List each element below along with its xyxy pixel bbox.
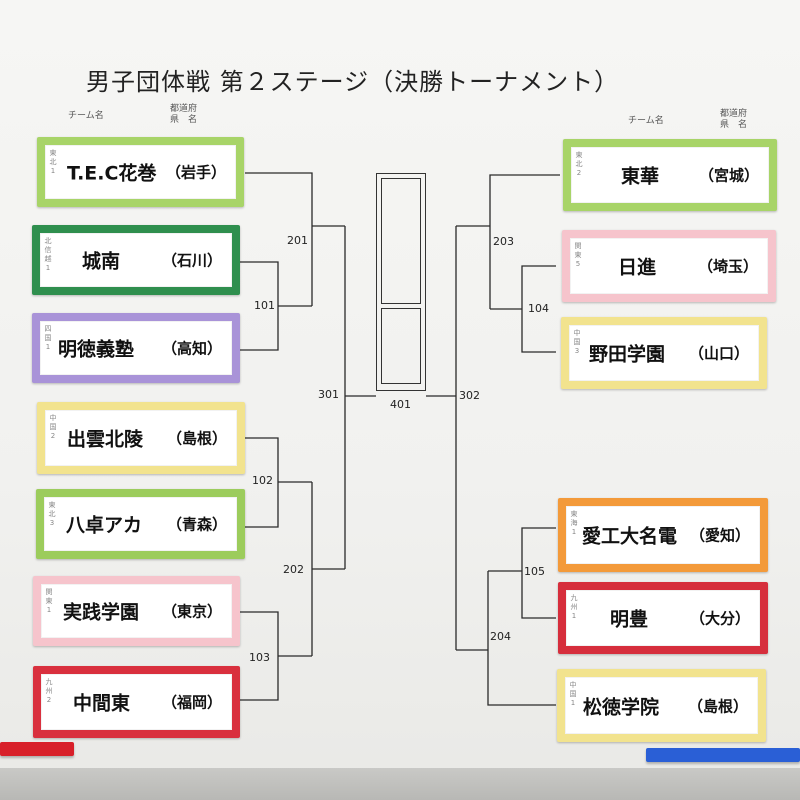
team-name: T.E.C花巻 <box>67 162 157 185</box>
team-name: 日進 <box>618 256 657 279</box>
seed-label: 中 国 3 <box>573 329 581 355</box>
bracket-line-101 <box>240 261 312 351</box>
team-name: 松徳学院 <box>583 696 660 718</box>
match-label-105: 105 <box>524 565 545 578</box>
match-label-301: 301 <box>318 388 339 401</box>
team-prefecture: （宮城） <box>698 166 759 185</box>
bracket-line-301 <box>344 226 376 569</box>
team-card-izumo: 中 国 2 出雲北陵 （島根） <box>37 402 245 474</box>
team-card-nakamahigashi: 九 州 2 中間東 （福岡） <box>33 666 240 738</box>
team-prefecture: （埼玉） <box>697 257 758 276</box>
team-prefecture: （石川） <box>161 251 222 270</box>
left-header-team: チーム名 <box>68 111 104 121</box>
whiteboard-ledge <box>0 768 800 800</box>
team-name: 中間東 <box>73 692 131 715</box>
bracket-line-105 <box>488 527 556 619</box>
match-label-201: 201 <box>287 234 308 247</box>
match-label-401: 401 <box>390 398 411 411</box>
team-prefecture: （東京） <box>161 602 222 621</box>
seed-label: 関 東 5 <box>574 242 582 268</box>
team-prefecture: （岩手） <box>165 163 226 182</box>
team-name: 実践学園 <box>63 601 140 624</box>
seed-label: 中 国 2 <box>49 414 57 440</box>
team-card-hachinohe: 東 北 3 八卓アカ （青森） <box>36 489 245 559</box>
blue-marker <box>646 748 800 762</box>
bracket-line-201 <box>245 172 345 306</box>
bracket-line-203 <box>456 174 560 309</box>
team-name: 出雲北陵 <box>67 428 144 451</box>
match-label-204: 204 <box>490 630 511 643</box>
match-label-302: 302 <box>459 389 480 402</box>
team-name: 城南 <box>82 250 121 273</box>
seed-label: 東 北 2 <box>575 151 583 177</box>
match-label-102: 102 <box>252 474 273 487</box>
team-prefecture: （愛知） <box>689 526 750 545</box>
final-slot-top <box>381 178 421 304</box>
bracket-line-302 <box>426 226 457 650</box>
team-card-noda: 中 国 3 野田学園 （山口） <box>561 317 767 389</box>
final-slot-bottom <box>381 308 421 384</box>
seed-label: 東 北 1 <box>49 149 57 175</box>
team-prefecture: （福岡） <box>161 693 222 712</box>
bracket-line-204 <box>456 571 556 706</box>
match-label-101: 101 <box>254 299 275 312</box>
team-name: 八卓アカ <box>66 514 143 537</box>
team-prefecture: （高知） <box>161 339 222 358</box>
seed-label: 東 海 1 <box>570 510 578 536</box>
team-name: 東華 <box>621 165 660 188</box>
team-card-toka: 東 北 2 東華 （宮城） <box>563 139 777 211</box>
seed-label: 関 東 1 <box>45 588 53 614</box>
team-card-aikodai: 東 海 1 愛工大名電 （愛知） <box>558 498 768 572</box>
seed-label: 九 州 2 <box>45 678 53 704</box>
team-prefecture: （青森） <box>166 515 227 534</box>
team-card-jissen: 関 東 1 実践学園 （東京） <box>33 576 240 646</box>
team-card-meitoku: 四 国 1 明徳義塾 （高知） <box>32 313 240 383</box>
seed-label: 東 北 3 <box>48 501 56 527</box>
team-prefecture: （大分） <box>689 609 750 628</box>
team-name: 野田学園 <box>589 343 666 366</box>
final-result-box <box>376 173 426 391</box>
match-label-103: 103 <box>249 651 270 664</box>
bracket-line-102 <box>245 437 312 528</box>
team-name: 愛工大名電 <box>582 525 678 548</box>
team-card-nisshin: 関 東 5 日進 （埼玉） <box>562 230 776 302</box>
red-marker <box>0 742 74 756</box>
team-card-hanamaki: 東 北 1 T.E.C花巻 （岩手） <box>37 137 244 207</box>
seed-label: 九 州 1 <box>570 594 578 620</box>
team-card-meiho: 九 州 1 明豊 （大分） <box>558 582 768 654</box>
team-prefecture: （島根） <box>166 429 227 448</box>
match-label-104: 104 <box>528 302 549 315</box>
right-header-pref: 都道府 県 名 <box>720 109 748 130</box>
match-label-202: 202 <box>283 563 304 576</box>
bracket-line-103 <box>240 611 312 701</box>
seed-label: 四 国 1 <box>44 325 52 351</box>
bracket-line-202 <box>311 482 345 656</box>
seed-label: 中 国 1 <box>569 681 577 707</box>
team-prefecture: （山口） <box>688 344 749 363</box>
team-name: 明豊 <box>610 608 649 631</box>
team-prefecture: （島根） <box>687 697 748 715</box>
team-name: 明徳義塾 <box>58 338 135 361</box>
team-card-jonan: 北 信 越 1 城南 （石川） <box>32 225 240 295</box>
bracket-line-104 <box>490 265 556 353</box>
team-card-shotoku: 中 国 1 松徳学院 （島根） <box>557 669 766 742</box>
match-label-203: 203 <box>493 235 514 248</box>
right-header-team: チーム名 <box>628 116 664 126</box>
page-title: 男子団体戦 第２ステージ（決勝トーナメント） <box>86 68 620 96</box>
seed-label: 北 信 越 1 <box>44 237 52 272</box>
left-header-pref: 都道府 県 名 <box>170 104 198 125</box>
